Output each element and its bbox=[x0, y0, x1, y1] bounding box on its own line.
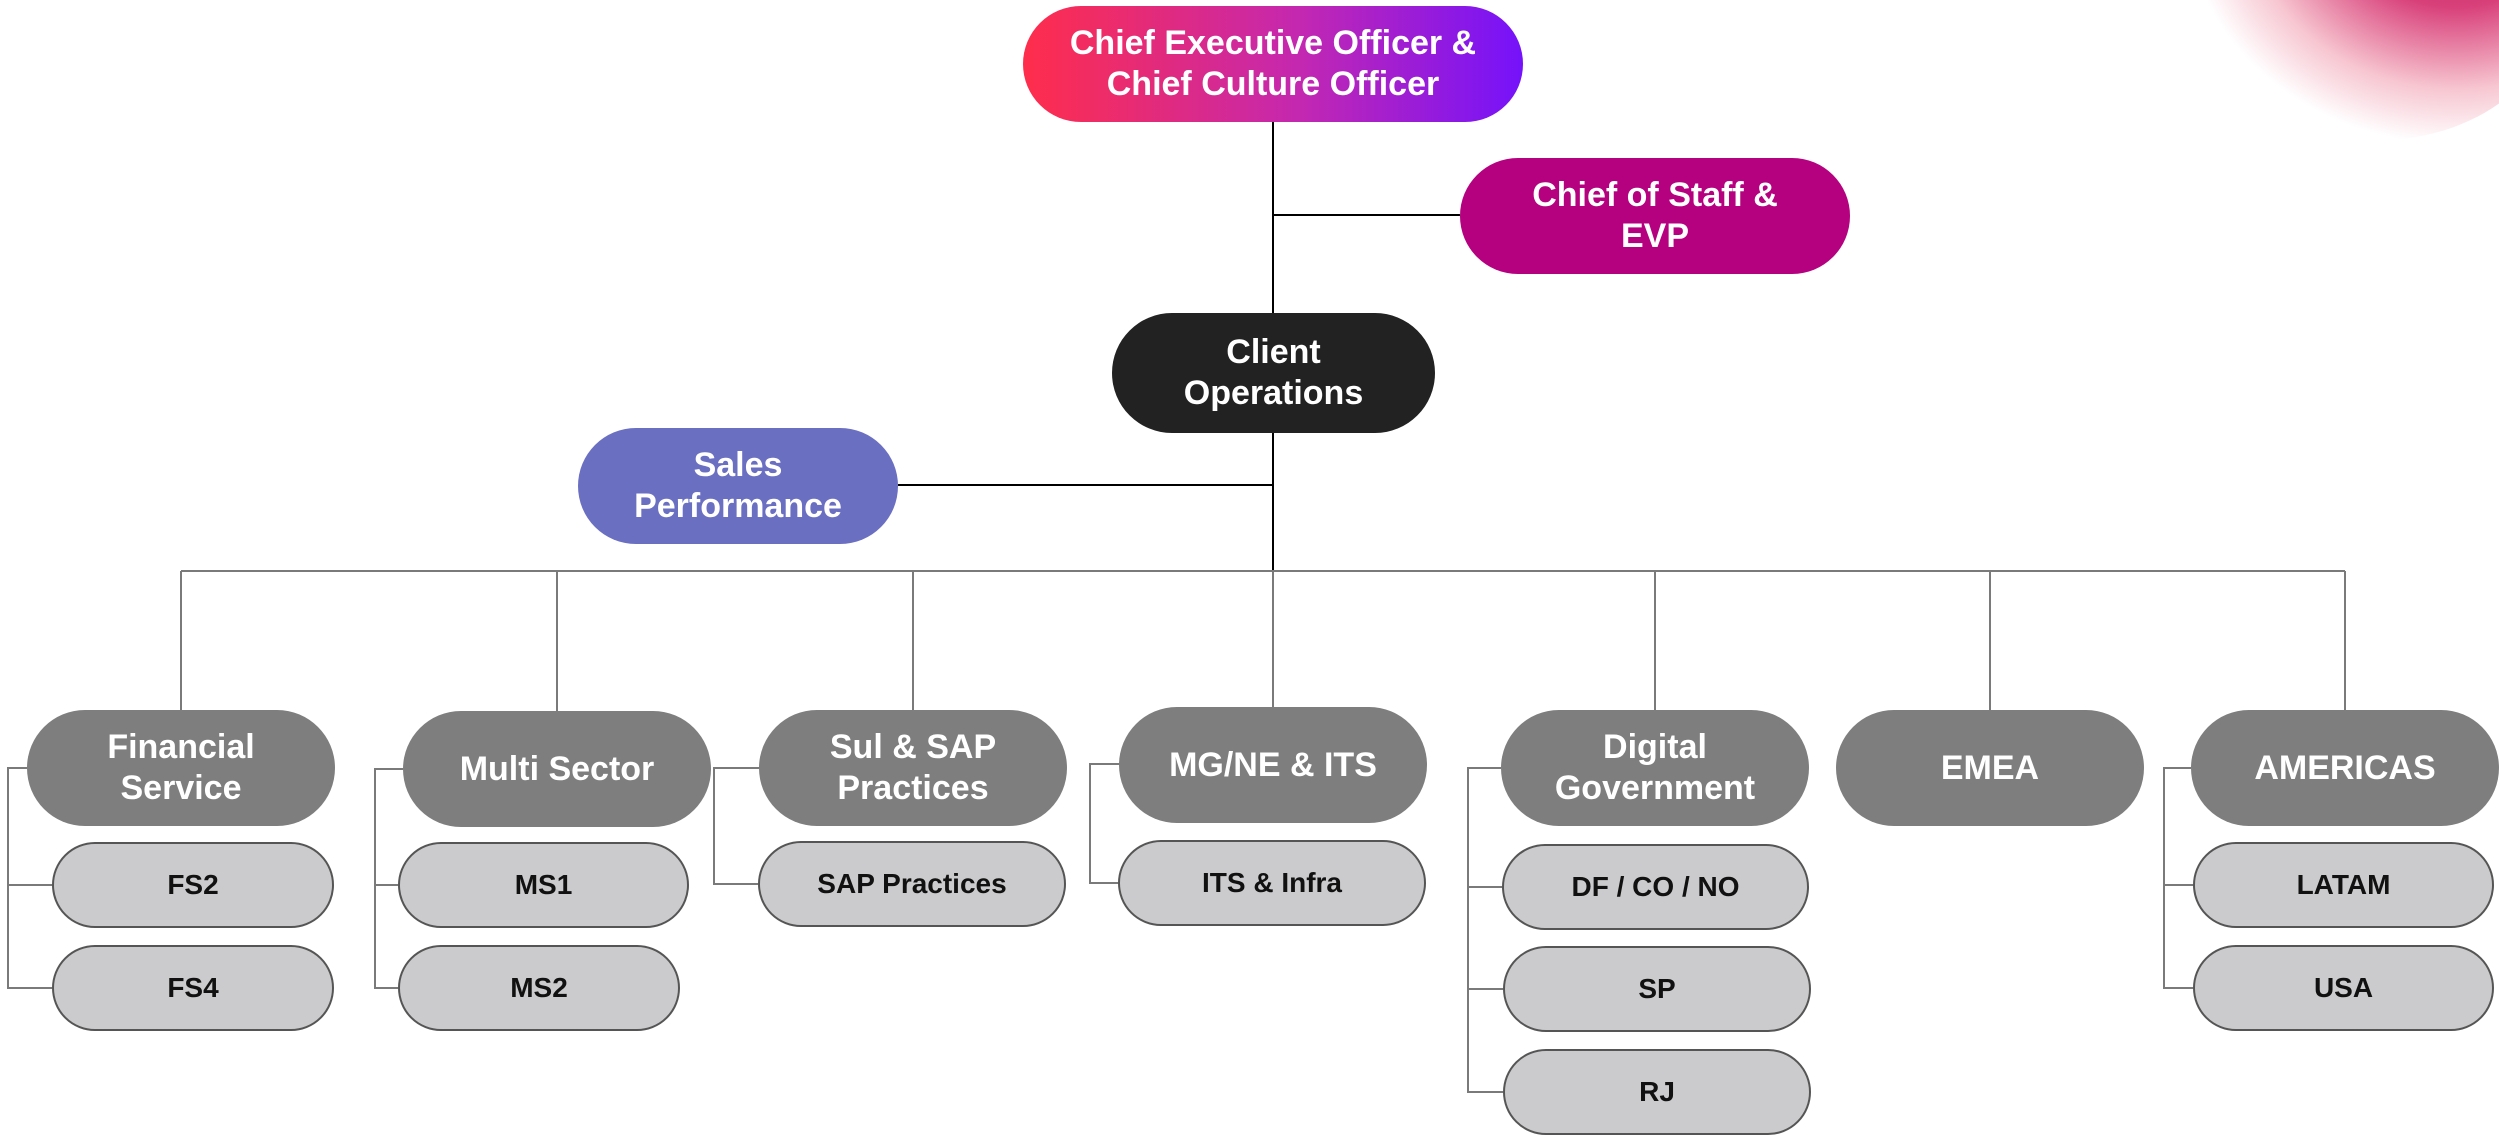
sub-its-infra: ITS & Infra bbox=[1118, 840, 1426, 926]
client-operations-node: Client Operations bbox=[1112, 313, 1435, 433]
bracket-americas bbox=[2163, 767, 2193, 989]
dept-mg-ne-its: MG/NE & ITS bbox=[1119, 707, 1427, 823]
bracket-multi-sector bbox=[374, 768, 403, 989]
dept-multi-sector: Multi Sector bbox=[403, 711, 711, 827]
bracket-digital-government bbox=[1467, 767, 1503, 1093]
sub-fs4: FS4 bbox=[52, 945, 334, 1031]
sub-usa: USA bbox=[2193, 945, 2494, 1031]
sub-fs2: FS2 bbox=[52, 842, 334, 928]
ceo-node: Chief Executive Officer & Chief Culture … bbox=[1023, 6, 1523, 122]
bracket-sul-sap bbox=[713, 767, 759, 885]
sales-performance-node: Sales Performance bbox=[578, 428, 898, 544]
bracket-financial-service bbox=[7, 767, 52, 989]
dept-americas: AMERICAS bbox=[2191, 710, 2499, 826]
sub-ms2: MS2 bbox=[398, 945, 680, 1031]
sub-df-co-no: DF / CO / NO bbox=[1502, 844, 1809, 930]
sub-rj: RJ bbox=[1503, 1049, 1811, 1135]
dept-sul-sap-practices: Sul & SAP Practices bbox=[759, 710, 1067, 826]
sub-sap-practices: SAP Practices bbox=[758, 841, 1066, 927]
sub-sp: SP bbox=[1503, 946, 1811, 1032]
dept-emea: EMEA bbox=[1836, 710, 2144, 826]
dept-financial-service: Financial Service bbox=[27, 710, 335, 826]
chief-of-staff-node: Chief of Staff & EVP bbox=[1460, 158, 1850, 274]
sub-ms1: MS1 bbox=[398, 842, 689, 928]
sub-latam: LATAM bbox=[2193, 842, 2494, 928]
dept-digital-government: Digital Government bbox=[1501, 710, 1809, 826]
bracket-mg-ne-its bbox=[1089, 763, 1119, 884]
